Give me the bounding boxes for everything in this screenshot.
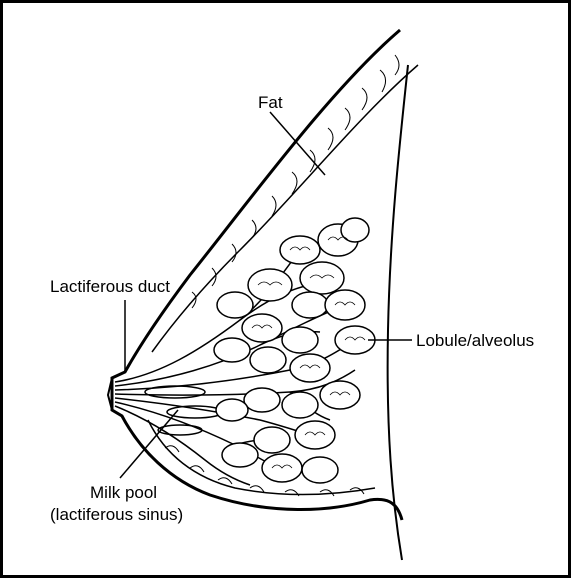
fat-texture-upper xyxy=(192,55,399,308)
lobules xyxy=(214,218,375,483)
chest-wall xyxy=(388,65,408,560)
label-lactiferous-sinus: (lactiferous sinus) xyxy=(50,505,183,524)
label-milk-pool: Milk pool xyxy=(90,483,157,502)
label-fat: Fat xyxy=(258,93,283,112)
label-lobule-alveolus: Lobule/alveolus xyxy=(416,331,534,350)
label-lactiferous-duct: Lactiferous duct xyxy=(50,277,170,296)
fat-leader-line xyxy=(270,112,325,175)
fat-layer-inner-upper xyxy=(152,65,418,352)
milk-pool-leader-line xyxy=(120,410,178,478)
